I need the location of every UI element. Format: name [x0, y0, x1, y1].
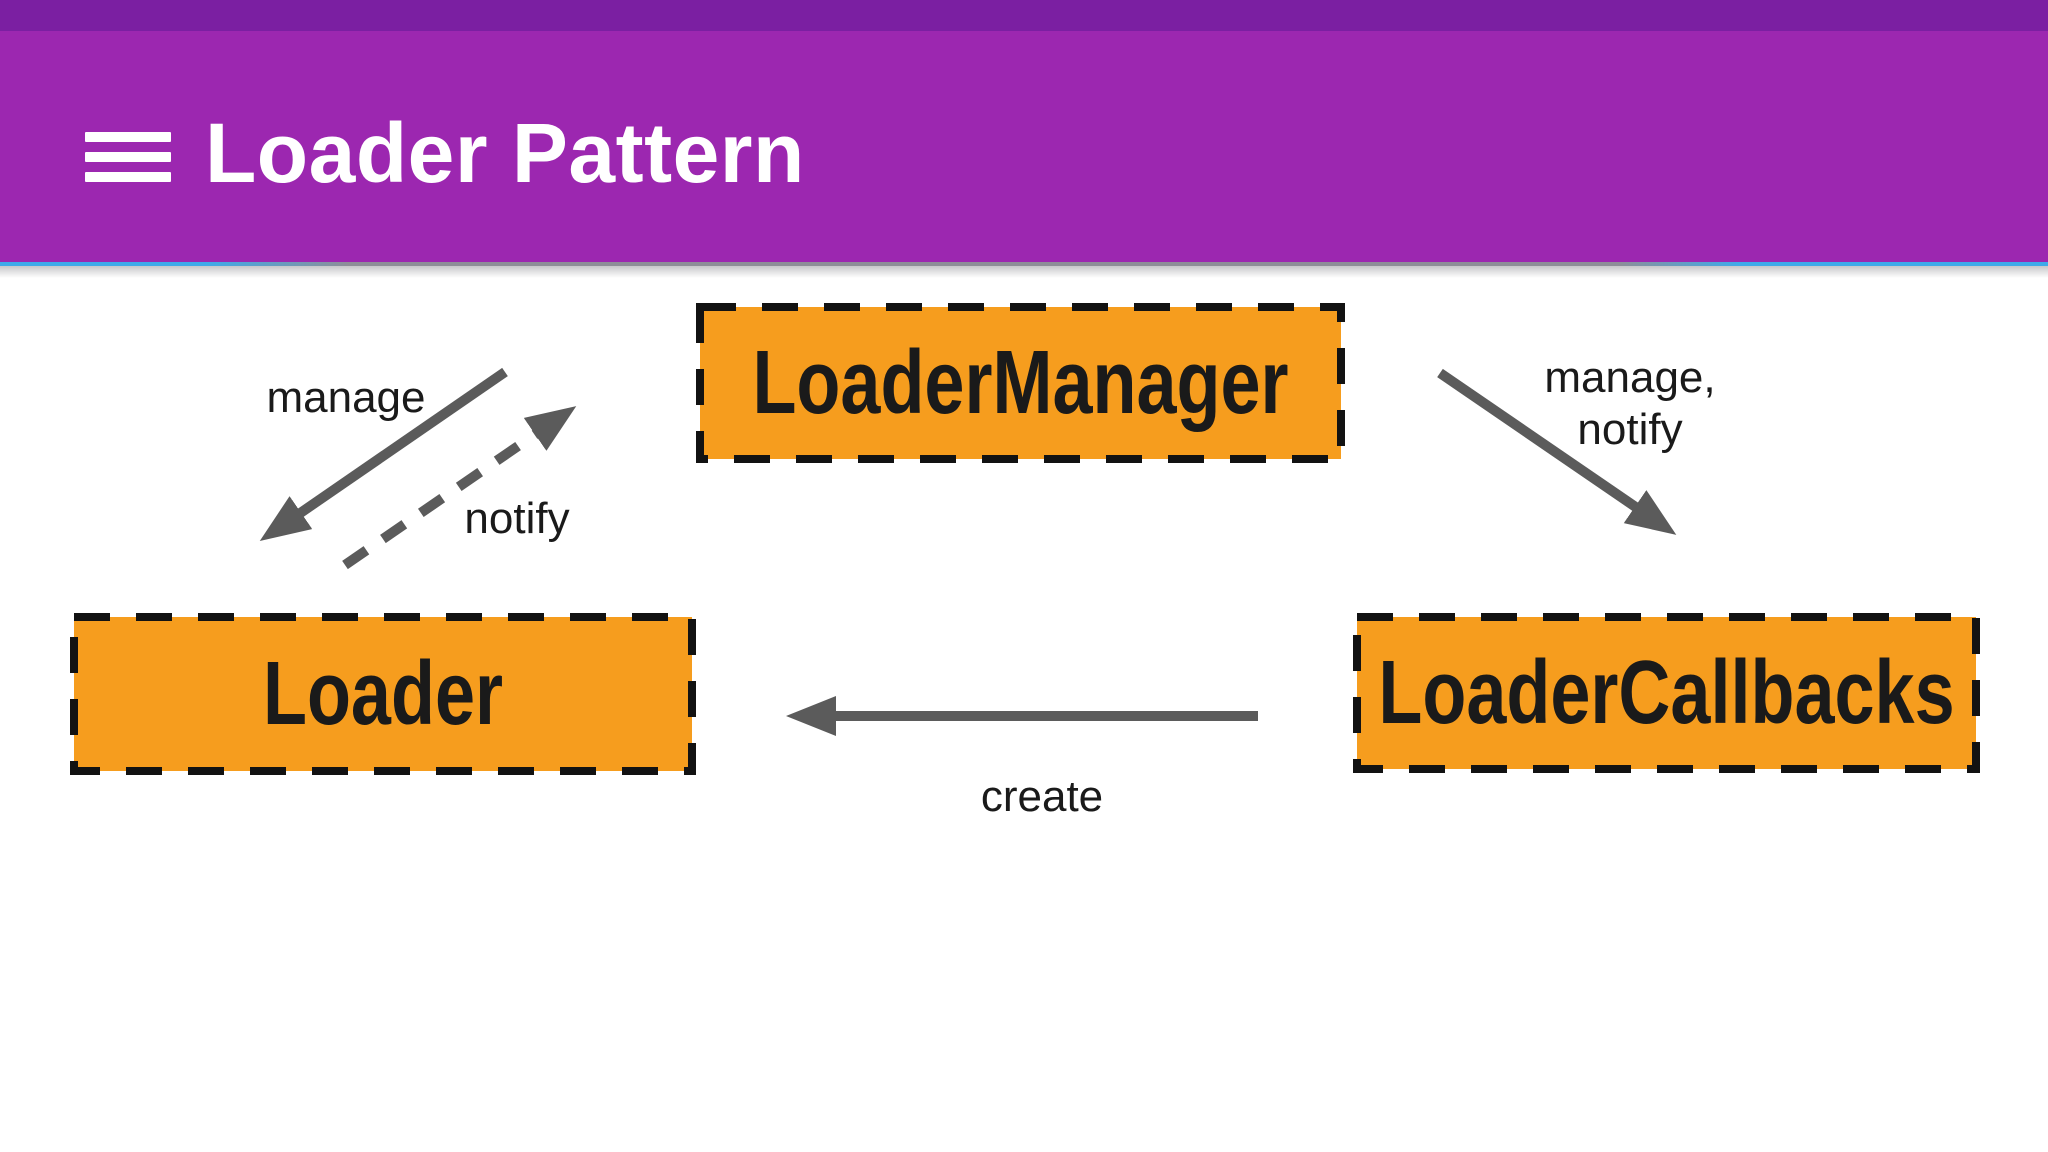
manage-notify-arrow — [1437, 368, 1677, 535]
loader-callbacks-box — [1353, 613, 1980, 773]
loader-box — [70, 613, 696, 775]
manage-arrow — [259, 367, 508, 541]
loader-manager-box — [696, 303, 1345, 463]
app-bar: Loader Pattern — [0, 31, 2048, 262]
status-bar — [0, 0, 2048, 31]
page-title: Loader Pattern — [205, 106, 805, 200]
notify-arrow — [342, 406, 577, 570]
hamburger-menu-icon[interactable] — [85, 132, 171, 182]
app-bar-bottom-edge — [0, 262, 2048, 266]
app-bar-shadow — [0, 266, 2048, 278]
